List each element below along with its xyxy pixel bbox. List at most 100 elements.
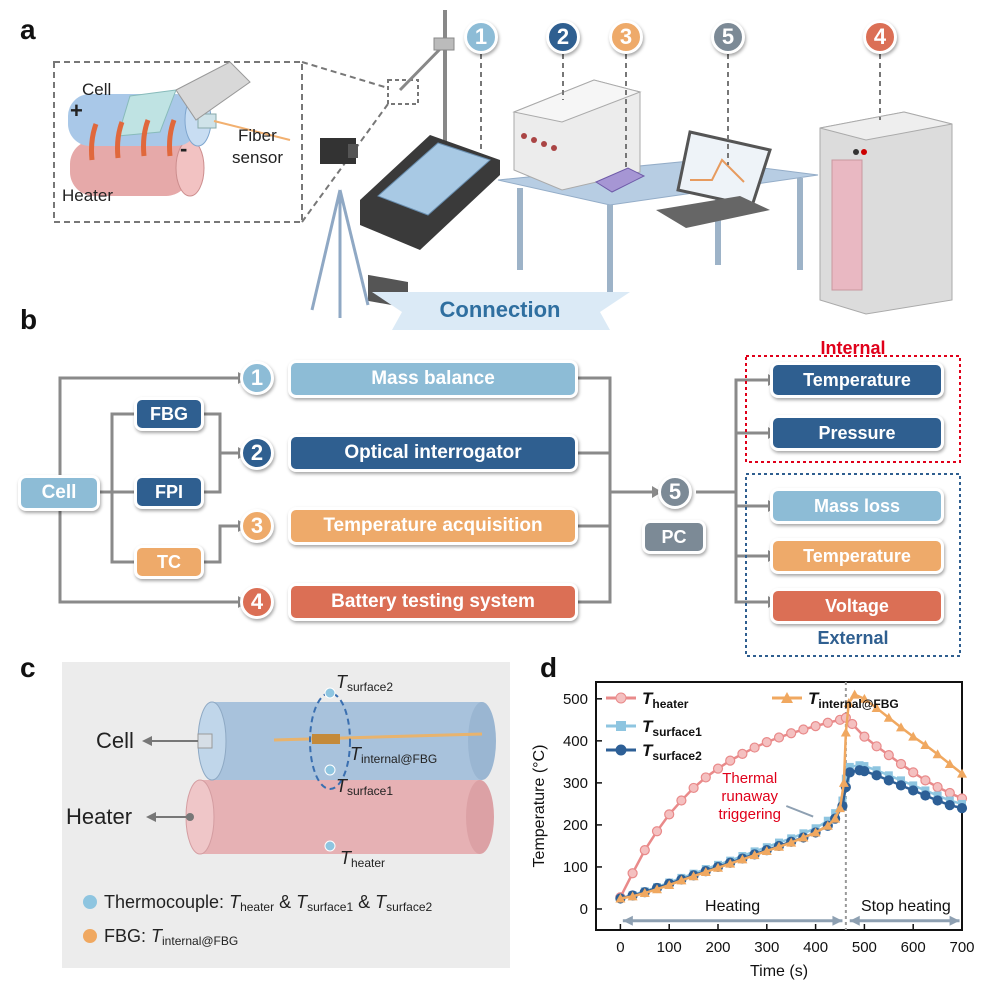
data-point-internal-FBG <box>830 813 841 823</box>
data-point-internal-FBG <box>957 768 967 778</box>
data-point-surface2 <box>932 795 943 806</box>
stop-heating-label: Stop heating <box>861 898 951 915</box>
data-point-internal-FBG <box>908 731 919 741</box>
surface2-subscript: surface2 <box>386 900 433 914</box>
data-point-heater <box>859 731 870 742</box>
tripod-camera <box>310 189 370 318</box>
data-point-internal-FBG <box>835 803 845 813</box>
internal-pressure-node: Pressure <box>770 415 944 451</box>
data-point-internal-FBG <box>639 888 650 898</box>
x-tick-label: 500 <box>852 939 877 956</box>
legend-label: Tsurface2 <box>642 741 702 763</box>
data-point-surface1 <box>841 774 850 783</box>
stop-arrow-head-left <box>849 915 860 926</box>
surface1-subscript: surface1 <box>307 900 354 914</box>
internal-title: Internal <box>820 338 886 358</box>
pc-node: PC <box>642 520 706 554</box>
data-point-heater <box>786 728 797 739</box>
x-tick-label: 700 <box>949 939 974 956</box>
badge-a-5: 5 <box>711 20 745 54</box>
heater-label-c: Heater <box>66 804 133 829</box>
data-point-heater <box>871 741 882 752</box>
x-axis-label: Time (s) <box>750 963 808 980</box>
legend-marker <box>615 744 627 756</box>
optical-interrogator-device <box>512 79 642 191</box>
battery-testing-cabinet <box>819 111 953 315</box>
data-point-internal-FBG <box>627 891 638 901</box>
data-point-internal-FBG <box>761 845 772 855</box>
inset-heater <box>70 139 205 197</box>
x-tick-label: 400 <box>803 939 828 956</box>
amp: & <box>353 892 376 912</box>
data-point-heater <box>847 718 858 730</box>
inset-cell-label: Cell <box>82 80 112 99</box>
fbg-node: FBG <box>134 397 204 431</box>
data-point-heater <box>725 755 736 766</box>
t-symbol: T <box>336 672 347 692</box>
badge-a-3: 3 <box>609 20 643 54</box>
data-point-internal-FBG <box>737 854 748 864</box>
label-t-internal: Tinternal@FBG <box>350 744 437 766</box>
data-point-heater <box>773 732 785 743</box>
data-point-heater <box>664 809 675 820</box>
legend-thermocouple-text: Thermocouple: Theater & Tsurface1 & Tsur… <box>104 892 432 914</box>
battery-testing-node: Battery testing system <box>288 583 578 621</box>
data-point-heater <box>944 787 955 799</box>
data-point-heater <box>651 826 663 837</box>
fpi-node: FPI <box>134 475 204 509</box>
data-point-heater <box>761 737 772 748</box>
data-point-heater <box>822 717 833 728</box>
internal-subscript: internal@FBG <box>361 752 438 766</box>
data-point-internal-FBG <box>664 880 675 890</box>
y-tick-label: 0 <box>580 901 588 918</box>
t-symbol: T <box>296 892 308 912</box>
data-point-internal-FBG <box>725 858 736 868</box>
temperature-acquisition-device <box>594 167 646 193</box>
data-point-internal-FBG <box>652 884 662 894</box>
data-point-surface2 <box>883 775 894 786</box>
tc-surface1-dot <box>324 764 336 776</box>
data-point-internal-FBG <box>859 693 870 703</box>
data-point-heater <box>932 781 943 793</box>
fiber-line <box>213 120 291 141</box>
heater-subscript: heater <box>240 900 275 914</box>
data-point-heater <box>810 721 821 732</box>
cell-node: Cell <box>18 475 100 511</box>
x-tick-label: 300 <box>754 939 779 956</box>
laptop <box>656 130 772 228</box>
data-point-heater <box>627 868 638 879</box>
data-point-internal-FBG <box>849 689 860 699</box>
annotation-line: Thermal <box>722 770 777 787</box>
t-symbol: T <box>340 848 351 868</box>
data-point-internal-FBG <box>883 712 894 722</box>
data-point-internal-FBG <box>749 850 760 860</box>
panel-label-a: a <box>20 14 36 45</box>
internal-temperature-node: Temperature <box>770 362 944 398</box>
panel-label-b: b <box>20 304 38 335</box>
x-tick-label: 100 <box>657 939 682 956</box>
badge-leaders <box>480 54 881 170</box>
legend-fbg-prefix: FBG: <box>104 926 152 946</box>
minus-terminal-label: - <box>180 136 188 161</box>
y-tick-label: 100 <box>563 859 588 876</box>
badge-b-2: 2 <box>240 436 274 470</box>
heating-arrow-head-right <box>832 915 843 926</box>
data-point-surface1 <box>845 762 854 771</box>
data-point-internal-FBG <box>688 871 699 881</box>
legend-label: Tinternal@FBG <box>808 689 899 711</box>
y-tick-label: 300 <box>563 775 588 792</box>
internal-group-frame <box>745 355 961 463</box>
fiber-label-line2: sensor <box>232 148 284 167</box>
mass-balance-node: Mass balance <box>288 360 578 398</box>
data-point-heater <box>737 748 748 759</box>
label-t-surface1: Tsurface1 <box>336 776 393 798</box>
data-point-internal-FBG <box>810 827 821 837</box>
data-point-internal-FBG <box>838 777 849 787</box>
external-title: External <box>817 628 889 648</box>
data-point-heater <box>798 724 809 735</box>
t-symbol: T <box>229 892 241 912</box>
data-point-surface2 <box>956 803 968 814</box>
data-point-heater <box>700 772 711 783</box>
label-t-surface2: Tsurface2 <box>336 672 393 694</box>
cell-label-c: Cell <box>96 728 134 753</box>
